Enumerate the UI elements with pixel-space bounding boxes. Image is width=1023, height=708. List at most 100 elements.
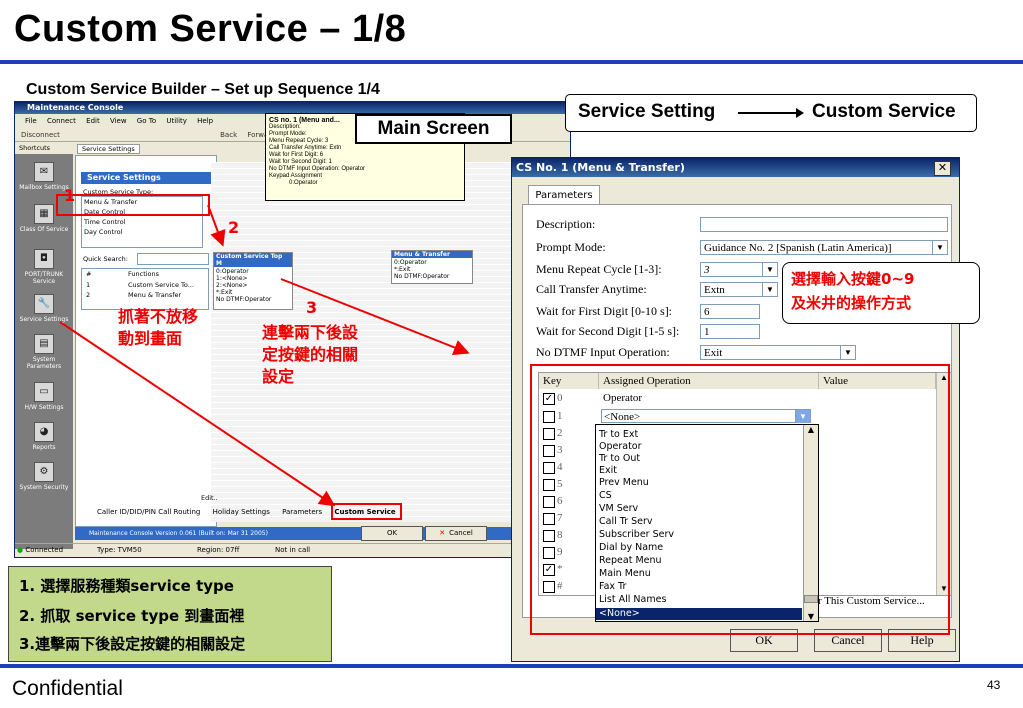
list-row-num[interactable]: 2 [86, 291, 91, 299]
checkbox[interactable] [543, 462, 555, 474]
list-item[interactable]: Prev Menu [599, 477, 649, 488]
wait-second-digit-input[interactable]: 1 [700, 324, 760, 339]
operation-dropdown-list[interactable]: ▲ ▼ Tr to Ext Operator Tr to Out Exit Pr… [595, 424, 819, 622]
list-item[interactable]: Dial by Name [599, 542, 664, 553]
dropdown-scrollbar[interactable]: ▲ ▼ [803, 425, 818, 621]
sidebar-item-mailbox[interactable]: ✉Mailbox Settings [15, 162, 73, 191]
checkbox[interactable]: ✓ [543, 564, 555, 576]
table-row[interactable]: 9 [539, 544, 936, 561]
table-row[interactable]: 4 [539, 459, 936, 476]
table-row[interactable]: 6 [539, 493, 936, 510]
table-row[interactable]: 2 [539, 425, 936, 442]
list-item[interactable]: VM Serv [599, 503, 639, 514]
page-number: 43 [987, 678, 1001, 692]
table-row[interactable]: 8 [539, 527, 936, 544]
list-item[interactable]: Fax Tr [599, 581, 627, 592]
edit-label[interactable]: Edit.. [201, 494, 218, 502]
back-button[interactable]: Back [220, 131, 238, 139]
menu-file[interactable]: File [25, 117, 37, 125]
disconnect-button[interactable]: Disconnect [21, 131, 60, 139]
list-item[interactable]: Operator [599, 441, 642, 452]
checkbox[interactable] [543, 547, 555, 559]
checkbox[interactable] [543, 428, 555, 440]
checkbox[interactable] [543, 513, 555, 525]
tab-parameters[interactable]: Parameters [282, 508, 323, 516]
checkbox[interactable] [543, 496, 555, 508]
sidebar-item-hw-settings[interactable]: ▭H/W Settings [15, 382, 73, 411]
scroll-up-icon[interactable]: ▲ [940, 373, 948, 382]
scroll-up-icon[interactable]: ▲ [807, 425, 815, 434]
list-item[interactable]: List All Names [599, 594, 667, 605]
sidebar-item-cos[interactable]: ▦Class Of Service [15, 204, 73, 233]
tab-service-settings[interactable]: Service Settings [77, 144, 140, 154]
footer-rule [0, 664, 1023, 668]
console-ok-button[interactable]: OK [361, 526, 423, 541]
list-row-func[interactable]: Menu & Transfer [128, 291, 182, 299]
selected-list-item[interactable]: <None> [596, 608, 802, 620]
footer-note: r This Custom Service... [818, 595, 925, 607]
wait-first-digit-input[interactable]: 6 [700, 304, 760, 319]
scroll-down-icon[interactable]: ▼ [940, 584, 948, 593]
table-row[interactable]: 7 [539, 510, 936, 527]
table-row[interactable]: ✓* [543, 563, 563, 576]
no-dtmf-select[interactable]: Exit▼ [700, 345, 856, 360]
tab-caller-id[interactable]: Caller ID/DID/PIN Call Routing [97, 508, 201, 516]
list-item[interactable]: Subscriber Serv [599, 529, 675, 540]
quick-search-input[interactable] [137, 253, 209, 265]
list-item[interactable]: Main Menu [599, 568, 651, 579]
tree-item-date-control[interactable]: Date Control [84, 208, 126, 216]
sidebar-item-system-parameters[interactable]: ▤System Parameters [15, 334, 73, 370]
sidebar-item-port-trunk[interactable]: ◘PORT/TRUNK Service [15, 249, 73, 285]
table-row[interactable]: 5 [539, 476, 936, 493]
call-transfer-select[interactable]: Extn▼ [700, 282, 778, 297]
table-scrollbar[interactable]: ▲ ▼ [936, 373, 951, 595]
checkbox[interactable]: ✓ [543, 393, 555, 405]
tree-item-day-control[interactable]: Day Control [84, 228, 123, 236]
menu-edit[interactable]: Edit [86, 117, 100, 125]
node-custom-service-top[interactable]: Custom Service Top M 0:Operator 1:<None>… [213, 252, 293, 310]
mailbox-icon: ✉ [34, 162, 54, 182]
list-item[interactable]: CS [599, 490, 612, 501]
sidebar-item-service-settings[interactable]: 🔧Service Settings [15, 294, 73, 323]
tree-item-menu-transfer[interactable]: Menu & Transfer [84, 198, 138, 206]
list-item[interactable]: Tr to Ext [599, 429, 639, 440]
steps-box: 1. 選擇服務種類service type 2. 抓取 service type… [8, 566, 332, 662]
menu-view[interactable]: View [109, 117, 127, 125]
list-item[interactable]: Call Tr Serv [599, 516, 653, 527]
checkbox[interactable] [543, 479, 555, 491]
list-item[interactable]: Tr to Out [599, 453, 641, 464]
scroll-down-icon[interactable]: ▼ [807, 612, 815, 621]
close-icon[interactable]: ✕ [934, 161, 951, 176]
tab-custom-service[interactable]: Custom Service [334, 508, 396, 516]
sidebar-item-reports[interactable]: ◕Reports [15, 422, 73, 451]
list-item[interactable]: Exit [599, 465, 617, 476]
table-row[interactable]: 1<None>▼ [539, 408, 936, 425]
list-row-num[interactable]: 1 [86, 281, 91, 289]
scroll-thumb[interactable] [804, 595, 818, 603]
sidebar-item-security[interactable]: ⚙System Security [15, 462, 73, 491]
table-row[interactable]: # [539, 578, 936, 595]
node-menu-transfer[interactable]: Menu & Transfer 0:Operator *:Exit No DTM… [391, 250, 473, 284]
description-input[interactable] [700, 217, 948, 232]
checkbox[interactable] [543, 445, 555, 457]
tree-item-time-control[interactable]: Time Control [84, 218, 126, 226]
checkbox[interactable] [543, 581, 555, 593]
tab-parameters[interactable]: Parameters [528, 185, 600, 205]
menu-connect[interactable]: Connect [46, 117, 76, 125]
menu-goto[interactable]: Go To [136, 117, 157, 125]
list-row-func[interactable]: Custom Service To... [128, 281, 194, 289]
menu-help[interactable]: Help [197, 117, 214, 125]
type-status: Type: TVM50 [97, 546, 142, 554]
checkbox[interactable] [543, 411, 555, 423]
console-cancel-button[interactable]: ✕Cancel [425, 526, 487, 541]
table-row[interactable]: 3 [539, 442, 936, 459]
menu-utility[interactable]: Utility [166, 117, 187, 125]
forward-button[interactable]: Forward [247, 131, 276, 139]
tab-holiday[interactable]: Holiday Settings [212, 508, 270, 516]
menu-repeat-select[interactable]: 3▼ [700, 262, 778, 277]
list-item[interactable]: Repeat Menu [599, 555, 662, 566]
operation-select[interactable]: <None>▼ [601, 409, 811, 423]
prompt-mode-select[interactable]: Guidance No. 2 [Spanish (Latin America)]… [700, 240, 948, 255]
checkbox[interactable] [543, 530, 555, 542]
